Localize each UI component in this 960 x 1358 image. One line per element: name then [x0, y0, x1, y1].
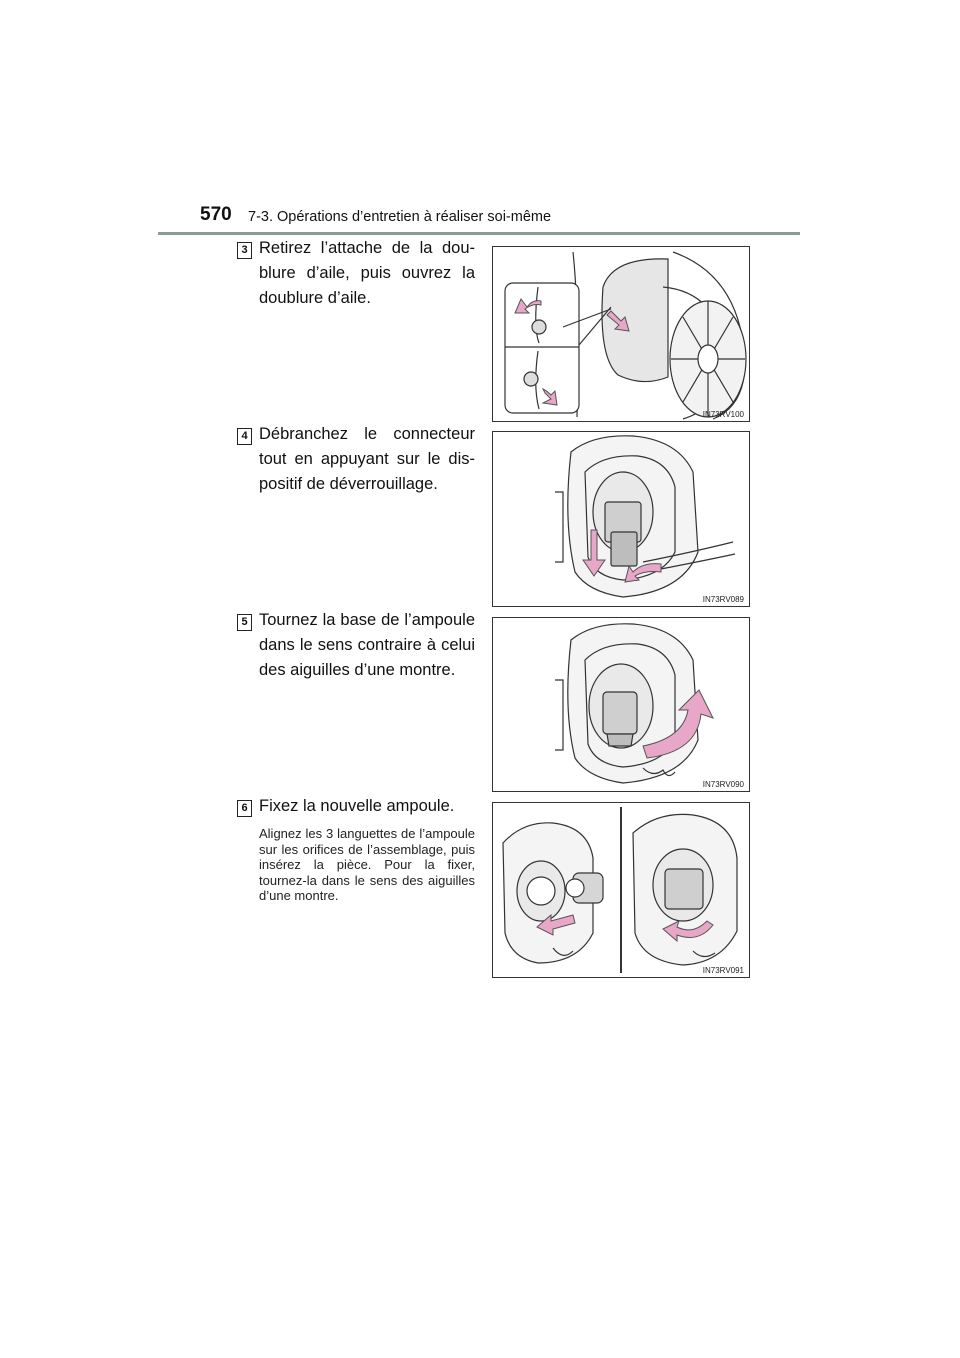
- step-text: Débranchez le connecteur tout en appuyan…: [259, 425, 475, 493]
- figure-code: IN73RV091: [702, 966, 744, 975]
- figure-bulb-base-rotate: IN73RV090: [492, 617, 750, 792]
- figure-new-bulb-install: IN73RV091: [492, 802, 750, 978]
- step-note: Alignez les 3 languettes de l’ampoule su…: [259, 826, 475, 903]
- figure-code: IN73RV090: [702, 780, 744, 789]
- bulb-base-illustration: [555, 623, 714, 784]
- figure-fender-clip: IN73RV100: [492, 246, 750, 422]
- figure-code: IN73RV100: [702, 410, 744, 419]
- header-rule: [158, 232, 800, 235]
- new-bulb-illustration: [502, 807, 738, 973]
- step-number-badge: 3: [237, 242, 252, 259]
- figure-connector: IN73RV089: [492, 431, 750, 607]
- section-title: 7-3. Opérations d’entretien à réaliser s…: [248, 209, 552, 225]
- page-number: 570: [200, 204, 232, 225]
- step-text: Retirez l’attache de la dou-blure d’aile…: [259, 239, 475, 307]
- fender-clip-illustration: [504, 251, 747, 420]
- step-text: Tournez la base de l’ampoule dans le sen…: [259, 611, 475, 679]
- figure-code: IN73RV089: [702, 595, 744, 604]
- step-number-badge: 5: [237, 614, 252, 631]
- step-number-badge: 6: [237, 800, 252, 817]
- connector-illustration: [555, 435, 736, 598]
- step-number-badge: 4: [237, 428, 252, 445]
- step-text: Fixez la nouvelle ampoule.: [259, 797, 455, 815]
